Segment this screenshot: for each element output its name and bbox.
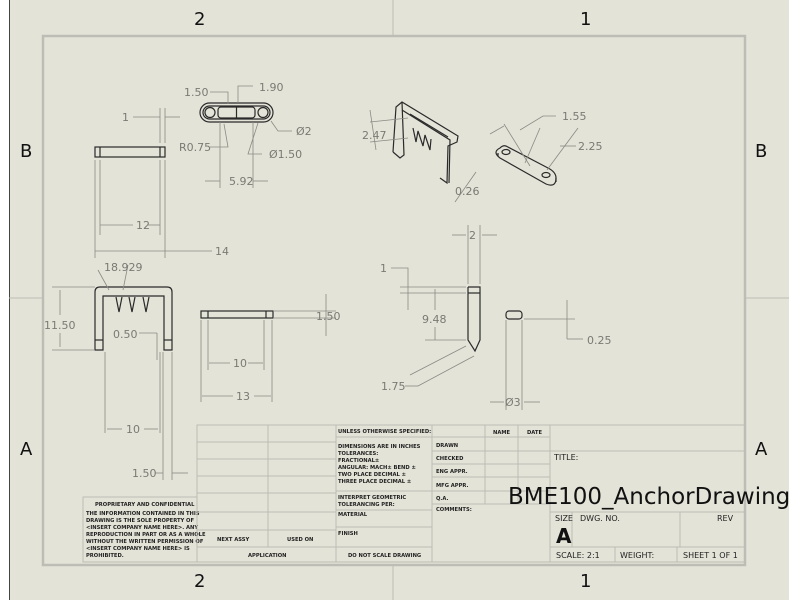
dim-9-48: 9.48 xyxy=(422,313,447,326)
used-on-label: USED ON xyxy=(287,537,313,543)
dim-18-929: 18.929 xyxy=(104,261,143,274)
front-view: 18.929 11.50 0.50 10 1.50 xyxy=(44,261,188,480)
plate-top-view: 1.50 1.90 R0.75 Ø2 Ø1.50 5.92 xyxy=(179,81,312,188)
dim-14: 14 xyxy=(215,245,229,258)
proprietary-line: DRAWING IS THE SOLE PROPERTY OF xyxy=(86,518,194,524)
drawing-frame xyxy=(41,34,747,567)
dim-12: 12 xyxy=(136,219,150,232)
zone-label-bottom-1: 1 xyxy=(580,571,591,592)
iso-bracket-view: 2.47 0.26 xyxy=(362,101,480,203)
dim-2-pin: 2 xyxy=(469,229,476,242)
top-view: 12 14 1 xyxy=(94,108,229,258)
dim-1-50-side: 1.50 xyxy=(316,310,341,323)
zone-label-right-a: A xyxy=(755,439,768,460)
drawing-number: BME100_AnchorDrawing xyxy=(508,484,789,510)
rev-label: REV xyxy=(717,514,734,523)
dim-r0-75: R0.75 xyxy=(179,141,211,154)
title-block: NEXT ASSY USED ON APPLICATION UNLESS OTH… xyxy=(196,424,789,563)
dim-1-75: 1.75 xyxy=(381,380,406,393)
dim-1: 1 xyxy=(122,111,129,124)
zone-label-left-a: A xyxy=(20,439,33,460)
dim-10-front: 10 xyxy=(126,423,140,436)
zone-label-bottom-2: 2 xyxy=(194,571,205,592)
dim-0-26: 0.26 xyxy=(455,185,480,198)
interpret-line: INTERPRET GEOMETRIC xyxy=(338,495,406,501)
comments-label: COMMENTS: xyxy=(436,507,472,513)
zone-label-top-2: 2 xyxy=(194,9,205,30)
finish-label: FINISH xyxy=(338,531,358,537)
proprietary-line: <INSERT COMPANY NAME HERE>. ANY xyxy=(86,525,198,531)
drawn-label: DRAWN xyxy=(436,443,458,449)
dim-2-25: 2.25 xyxy=(578,140,603,153)
size-value: A xyxy=(556,524,572,548)
zone-label-right-b: B xyxy=(755,141,767,162)
proprietary-line: <INSERT COMPANY NAME HERE> IS xyxy=(86,546,190,552)
dim-dia-2: Ø2 xyxy=(296,125,312,138)
tolerance-line: FRACTIONAL± xyxy=(338,458,379,464)
proprietary-line: WITHOUT THE WRITTEN PERMISSION OF xyxy=(86,539,204,545)
date-header: DATE xyxy=(527,430,542,436)
tolerance-line: TOLERANCES: xyxy=(338,451,378,457)
dim-1-50-leg: 1.50 xyxy=(132,467,157,480)
end-view: Ø3 0.25 xyxy=(490,300,612,410)
tolerance-line: ANGULAR: MACH± BEND ± xyxy=(338,465,416,471)
title-label: TITLE: xyxy=(553,453,578,462)
qa-label: Q.A. xyxy=(436,496,448,502)
proprietary-line: THE INFORMATION CONTAINED IN THIS xyxy=(86,511,200,517)
sheet-label: SHEET 1 OF 1 xyxy=(683,551,738,560)
dim-dia-1-50: Ø1.50 xyxy=(269,148,302,161)
proprietary-heading: PROPRIETARY AND CONFIDENTIAL xyxy=(95,502,195,508)
iso-plate-view: 1.55 2.25 xyxy=(489,110,603,186)
zone-label-left-b: B xyxy=(20,141,32,162)
side-view: 1.50 10 13 xyxy=(200,294,341,403)
proprietary-line: REPRODUCTION IN PART OR AS A WHOLE xyxy=(86,532,206,538)
zone-ticks xyxy=(9,0,789,600)
zone-label-top-1: 1 xyxy=(580,9,591,30)
proprietary-line: PROHIBITED. xyxy=(86,553,124,559)
tolerance-line: TWO PLACE DECIMAL ± xyxy=(338,472,406,478)
pin-view: 2 1 9.48 1.75 xyxy=(380,225,497,393)
application-label: APPLICATION xyxy=(248,553,287,559)
name-header: NAME xyxy=(493,430,511,436)
dim-1-pin: 1 xyxy=(380,262,387,275)
dim-dia-3: Ø3 xyxy=(505,396,521,409)
eng-appr-label: ENG APPR. xyxy=(436,469,468,475)
dim-2-47: 2.47 xyxy=(362,129,387,142)
dim-13: 13 xyxy=(236,390,250,403)
material-label: MATERIAL xyxy=(338,512,368,518)
dim-1-50: 1.50 xyxy=(184,86,209,99)
size-label: SIZE xyxy=(555,514,573,523)
sheet-background xyxy=(9,0,789,600)
dim-0-50: 0.50 xyxy=(113,328,138,341)
dim-0-25: 0.25 xyxy=(587,334,612,347)
checked-label: CHECKED xyxy=(436,456,464,462)
tolerance-line: DIMENSIONS ARE IN INCHES xyxy=(338,444,421,450)
mfg-appr-label: MFG APPR. xyxy=(436,483,468,489)
scale-label: SCALE: 2:1 xyxy=(556,551,600,560)
next-assy-label: NEXT ASSY xyxy=(217,537,249,543)
dim-11-50: 11.50 xyxy=(44,319,76,332)
weight-label: WEIGHT: xyxy=(620,551,654,560)
dwg-no-label: DWG. NO. xyxy=(580,514,620,523)
interpret-line: TOLERANCING PER: xyxy=(338,502,395,508)
dim-1-90: 1.90 xyxy=(259,81,284,94)
dim-10-side: 10 xyxy=(233,357,247,370)
unless-specified-label: UNLESS OTHERWISE SPECIFIED: xyxy=(338,429,431,435)
dim-1-55: 1.55 xyxy=(562,110,587,123)
dim-5-92: 5.92 xyxy=(229,175,254,188)
do-not-scale-label: DO NOT SCALE DRAWING xyxy=(348,553,421,559)
tolerance-line: THREE PLACE DECIMAL ± xyxy=(338,479,411,485)
